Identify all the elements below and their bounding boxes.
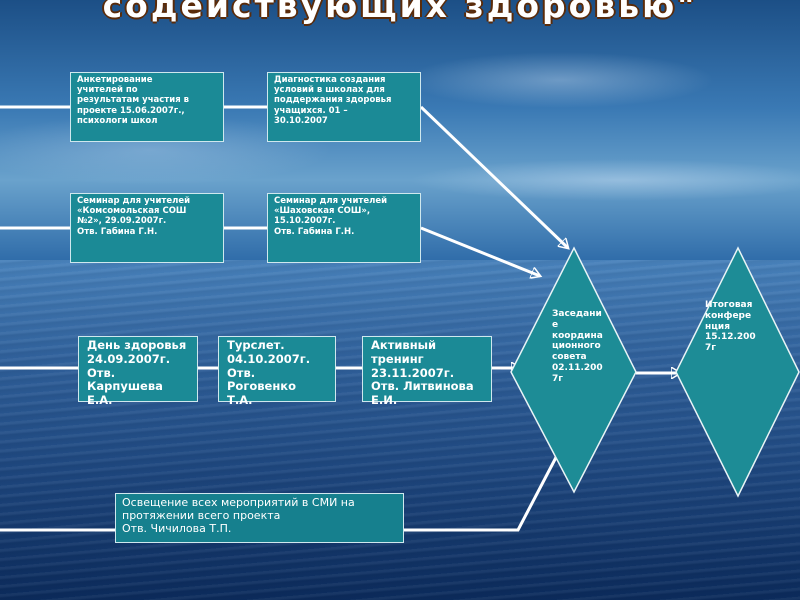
box-seminar-shakhovskaya: Семинар для учителей «Шаховская СОШ», 15… <box>267 193 421 263</box>
council-diamond <box>510 246 637 494</box>
final-conference-label: Итоговая конфере нция 15.12.200 7г <box>705 300 756 354</box>
box-active-training: Активный тренинг 23.11.2007г. Отв. Литви… <box>362 336 492 407</box>
box-diagnostics: Диагностика создания условий в школах дл… <box>267 72 421 142</box>
connector-media-to-council <box>404 444 563 532</box>
final-conference-diamond <box>675 246 800 498</box>
box-health-day: День здоровья 24.09.2007г. Отв. Карпушев… <box>78 336 198 407</box>
box-media-coverage: Освещение всех мероприятий в СМИ на прот… <box>115 493 404 543</box>
slide-title: содействующих здоровью" <box>102 0 698 25</box>
sea-background <box>0 260 800 600</box>
box-teacher-survey: Анкетирование учителей по результатам уч… <box>70 72 224 142</box>
connector-row1-to-council <box>419 105 568 248</box>
council-meeting-label: Заседани е координа ционного совета 02.1… <box>552 309 603 384</box>
box-tourist-rally: Турслет. 04.10.2007г. Отв. Роговенко Т.А… <box>218 336 336 407</box>
connector-row2-to-council <box>420 226 540 276</box>
box-seminar-komsomolskaya: Семинар для учителей «Комсомольская СОШ … <box>70 193 224 263</box>
